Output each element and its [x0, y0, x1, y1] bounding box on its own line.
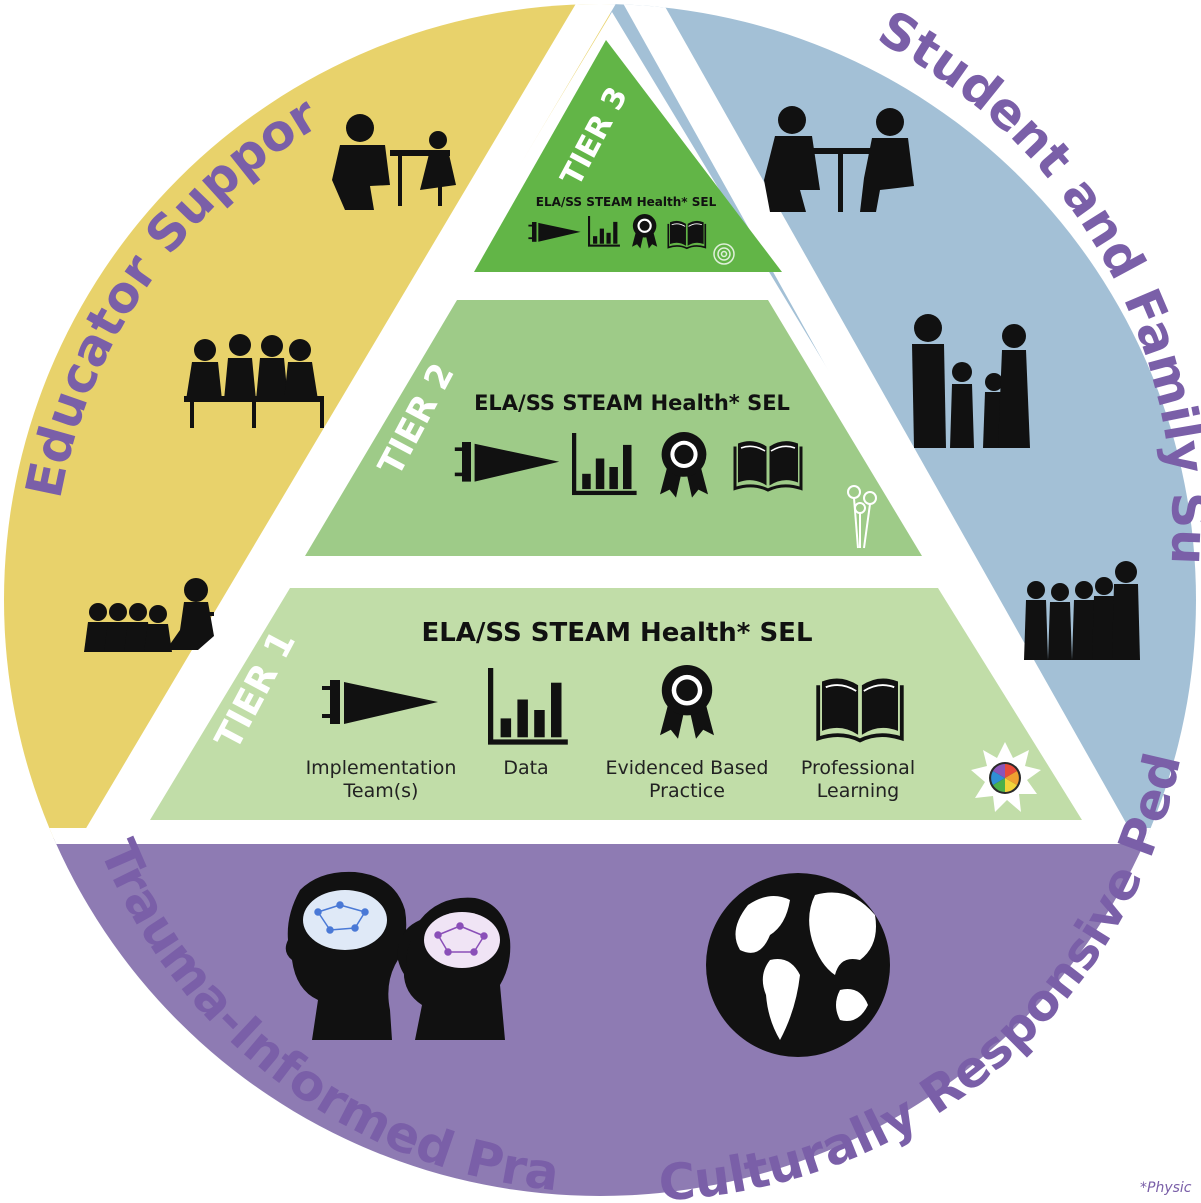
group-meeting-icon [184, 334, 324, 428]
tier-2-band [305, 300, 922, 556]
double-arrow-icon [253, 519, 283, 551]
tier-1-icons [322, 665, 1041, 812]
tier-1-subjects: ELA/SS STEAM Health* SEL [421, 618, 812, 648]
footnote: *Physic [1140, 1180, 1192, 1196]
globe-icon [706, 873, 890, 1057]
family-illustrations [764, 106, 1140, 660]
color-wheel-icon [971, 742, 1041, 812]
tier-1-band [150, 588, 1082, 820]
caption-learning-line2: Learning [817, 780, 900, 802]
tier-2-subjects: ELA/SS STEAM Health* SEL [474, 391, 790, 415]
caption-practice-line1: Evidenced Based [606, 757, 769, 779]
double-arrow-icon [947, 534, 975, 581]
reading-to-children-icon [84, 578, 214, 652]
counseling-session-icon [764, 106, 914, 212]
family-group-icon [912, 314, 1030, 448]
white-divider-right [610, 4, 1130, 830]
group-of-children-icon [1024, 561, 1140, 660]
teacher-student-desk-icon [332, 114, 456, 210]
connector-arrows [253, 239, 975, 581]
caption-implementation-line2: Team(s) [343, 780, 419, 802]
tier-3-subjects: ELA/SS STEAM Health* SEL [536, 195, 717, 209]
trauma-informed-brains-icon [285, 871, 511, 1040]
double-arrow-icon [784, 254, 813, 301]
tier-3-band [474, 40, 782, 272]
bottom-divider [4, 828, 1196, 844]
tier-2-icons [454, 432, 877, 549]
caption-learning-line1: Professional [801, 757, 915, 779]
tier-3-icons [528, 214, 735, 265]
double-arrow-icon [429, 239, 463, 281]
caption-practice-line2: Practice [649, 780, 725, 802]
tier-1-captions: Implementation Team(s) Data Evidenced Ba… [306, 757, 916, 802]
fingerprint-icon [713, 243, 735, 265]
caption-data: Data [503, 757, 548, 779]
caption-implementation-line1: Implementation [306, 757, 457, 779]
flowers-icon [847, 485, 877, 549]
white-divider [85, 4, 630, 830]
educator-illustrations [84, 114, 456, 652]
